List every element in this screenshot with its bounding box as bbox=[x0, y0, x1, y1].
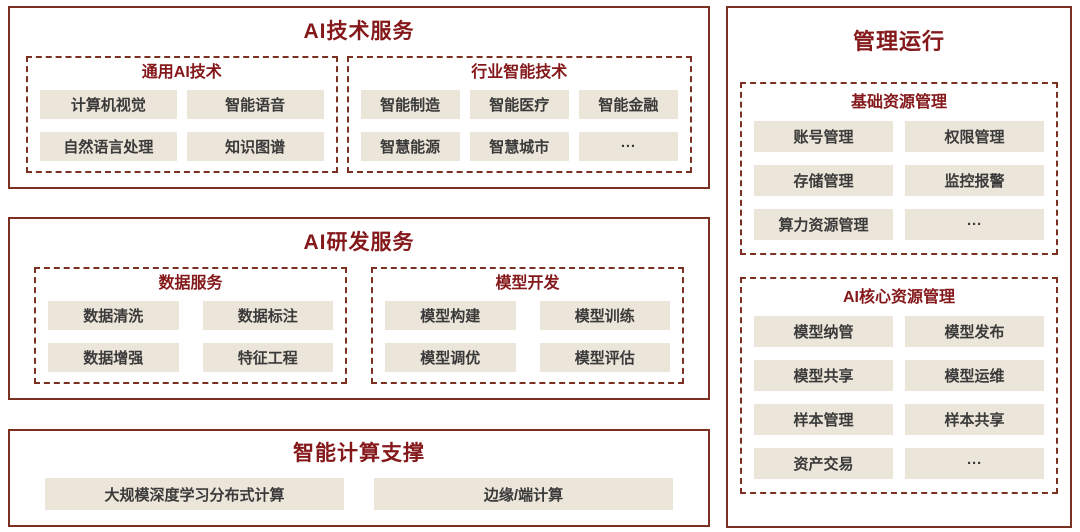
item-smart-energy: 智慧能源 bbox=[360, 132, 460, 161]
group-title-model-dev: 模型开发 bbox=[495, 275, 560, 292]
section-title-computing: 智能计算支撑 bbox=[293, 442, 425, 465]
item-smart-city: 智慧城市 bbox=[469, 132, 569, 161]
left-column: AI技术服务 通用AI技术 计算机视觉 智能语音 自然语言处理 知识图谱 行业智… bbox=[8, 6, 710, 527]
item-account-mgmt: 账号管理 bbox=[754, 121, 893, 152]
group-title-data-services: 数据服务 bbox=[158, 275, 223, 292]
section-ai-rd-services: AI研发服务 数据服务 数据清洗 数据标注 数据增强 特征工程 模型开发 模型构… bbox=[8, 217, 710, 400]
item-compute-resource-mgmt: 算力资源管理 bbox=[754, 209, 893, 240]
basic-resource-items: 账号管理 权限管理 存储管理 监控报警 算力资源管理 ··· bbox=[754, 121, 1044, 240]
item-industry-ellipsis: ··· bbox=[578, 132, 678, 161]
group-industry-ai-tech: 行业智能技术 智能制造 智能医疗 智能金融 智慧能源 智慧城市 ··· bbox=[346, 56, 692, 173]
computing-items: 大规模深度学习分布式计算 边缘/端计算 bbox=[10, 478, 708, 510]
group-general-ai-tech: 通用AI技术 计算机视觉 智能语音 自然语言处理 知识图谱 bbox=[26, 56, 338, 173]
ai-tech-groups: 通用AI技术 计算机视觉 智能语音 自然语言处理 知识图谱 行业智能技术 智能制… bbox=[10, 56, 708, 173]
group-ai-core-resource-mgmt: AI核心资源管理 模型纳管 模型发布 模型共享 模型运维 样本管理 样本共享 资… bbox=[740, 277, 1058, 494]
item-sample-sharing: 样本共享 bbox=[905, 404, 1044, 435]
item-smart-healthcare: 智能医疗 bbox=[469, 90, 569, 119]
item-model-ops: 模型运维 bbox=[905, 360, 1044, 391]
item-basic-ellipsis: ··· bbox=[905, 209, 1044, 240]
item-speech-ai: 智能语音 bbox=[186, 90, 324, 119]
section-computing-support: 智能计算支撑 大规模深度学习分布式计算 边缘/端计算 bbox=[8, 429, 710, 527]
section-ai-tech-services: AI技术服务 通用AI技术 计算机视觉 智能语音 自然语言处理 知识图谱 行业智… bbox=[8, 6, 710, 189]
right-column: 管理运行 基础资源管理 账号管理 权限管理 存储管理 监控报警 算力资源管理 ·… bbox=[726, 6, 1072, 528]
item-model-publishing: 模型发布 bbox=[905, 316, 1044, 347]
section-title-management: 管理运行 bbox=[852, 29, 945, 54]
general-ai-items: 计算机视觉 智能语音 自然语言处理 知识图谱 bbox=[40, 90, 324, 161]
item-edge-computing: 边缘/端计算 bbox=[374, 478, 673, 510]
item-computer-vision: 计算机视觉 bbox=[40, 90, 177, 119]
item-asset-trading: 资产交易 bbox=[754, 448, 893, 479]
group-title-general-ai: 通用AI技术 bbox=[141, 64, 222, 81]
item-feature-engineering: 特征工程 bbox=[202, 343, 333, 372]
data-service-items: 数据清洗 数据标注 数据增强 特征工程 bbox=[48, 301, 333, 372]
item-monitoring-alert: 监控报警 bbox=[905, 165, 1044, 196]
section-management-operation: 管理运行 基础资源管理 账号管理 权限管理 存储管理 监控报警 算力资源管理 ·… bbox=[726, 6, 1072, 528]
item-model-sharing: 模型共享 bbox=[754, 360, 893, 391]
ai-rd-groups: 数据服务 数据清洗 数据标注 数据增强 特征工程 模型开发 模型构建 模型训练 … bbox=[10, 267, 708, 384]
item-distributed-dl-computing: 大规模深度学习分布式计算 bbox=[45, 478, 344, 510]
group-basic-resource-mgmt: 基础资源管理 账号管理 权限管理 存储管理 监控报警 算力资源管理 ··· bbox=[740, 82, 1058, 255]
item-knowledge-graph: 知识图谱 bbox=[186, 132, 324, 161]
group-data-services: 数据服务 数据清洗 数据标注 数据增强 特征工程 bbox=[34, 267, 347, 384]
item-data-augmentation: 数据增强 bbox=[48, 343, 179, 372]
item-core-ellipsis: ··· bbox=[905, 448, 1044, 479]
ai-core-resource-items: 模型纳管 模型发布 模型共享 模型运维 样本管理 样本共享 资产交易 ··· bbox=[754, 316, 1044, 479]
item-permission-mgmt: 权限管理 bbox=[905, 121, 1044, 152]
item-nlp: 自然语言处理 bbox=[40, 132, 177, 161]
group-title-ai-core-resource: AI核心资源管理 bbox=[842, 289, 955, 306]
industry-ai-items: 智能制造 智能医疗 智能金融 智慧能源 智慧城市 ··· bbox=[360, 90, 678, 161]
section-title-ai-rd: AI研发服务 bbox=[303, 231, 415, 254]
item-model-tuning: 模型调优 bbox=[385, 343, 516, 372]
item-data-labeling: 数据标注 bbox=[202, 301, 333, 330]
group-title-industry-ai: 行业智能技术 bbox=[471, 64, 568, 81]
group-title-basic-resource: 基础资源管理 bbox=[850, 94, 947, 111]
group-model-development: 模型开发 模型构建 模型训练 模型调优 模型评估 bbox=[371, 267, 684, 384]
item-model-building: 模型构建 bbox=[385, 301, 516, 330]
item-sample-mgmt: 样本管理 bbox=[754, 404, 893, 435]
item-model-evaluation: 模型评估 bbox=[539, 343, 670, 372]
section-title-ai-tech: AI技术服务 bbox=[303, 20, 415, 43]
item-smart-manufacturing: 智能制造 bbox=[360, 90, 460, 119]
item-data-cleaning: 数据清洗 bbox=[48, 301, 179, 330]
item-storage-mgmt: 存储管理 bbox=[754, 165, 893, 196]
item-model-registry: 模型纳管 bbox=[754, 316, 893, 347]
model-dev-items: 模型构建 模型训练 模型调优 模型评估 bbox=[385, 301, 670, 372]
item-smart-finance: 智能金融 bbox=[578, 90, 678, 119]
item-model-training: 模型训练 bbox=[539, 301, 670, 330]
